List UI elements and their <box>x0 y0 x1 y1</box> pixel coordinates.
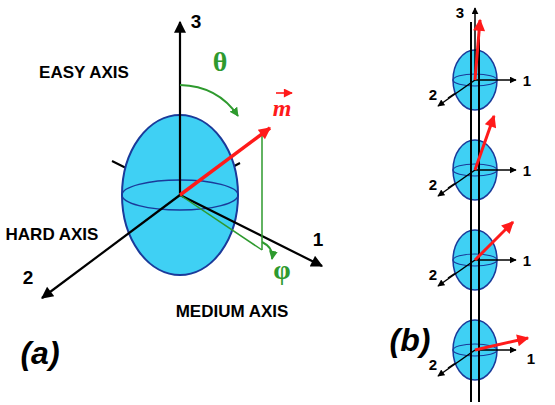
panel-label: (a) <box>20 335 59 372</box>
axis-number: 2 <box>23 267 34 289</box>
axis-number: 1 <box>527 350 535 367</box>
axis-number: 1 <box>313 229 324 251</box>
axis-label: EASY AXIS <box>39 63 129 83</box>
chain-particle <box>438 318 528 382</box>
axis-number: 3 <box>456 4 464 21</box>
axis-number: 1 <box>523 72 531 89</box>
vector-arrow-accent <box>276 92 292 94</box>
angle-symbol: φ <box>273 254 290 286</box>
chain-particle <box>438 222 516 292</box>
chain-particle <box>438 116 516 202</box>
axis-number: 1 <box>523 162 531 179</box>
vector-symbol: m <box>273 95 292 122</box>
axis-number: 2 <box>429 176 437 193</box>
magnetization-arrow <box>180 128 270 195</box>
axis-label: HARD AXIS <box>6 225 99 245</box>
axis-label: MEDIUM AXIS <box>176 302 289 322</box>
panel-label: (b) <box>390 322 431 359</box>
axis-number: 1 <box>523 252 531 269</box>
axis-number: 2 <box>429 266 437 283</box>
axis-number: 2 <box>429 356 437 373</box>
axis-number: 3 <box>191 11 202 33</box>
particle-chain <box>438 8 528 382</box>
angle-symbol: θ <box>213 46 228 78</box>
axis-number: 2 <box>429 86 437 103</box>
angle-construction <box>180 85 272 259</box>
chain-particle <box>438 8 516 112</box>
